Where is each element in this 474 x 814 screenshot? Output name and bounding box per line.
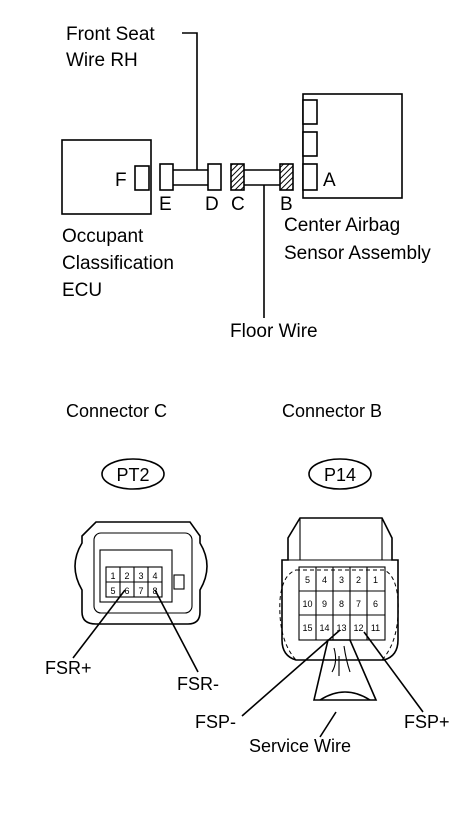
connector-d-label: D xyxy=(205,194,219,215)
fsr-plus-label: FSR+ xyxy=(45,658,92,678)
connector-b-pin-6: 6 xyxy=(373,599,378,609)
connector-b-pin-14: 14 xyxy=(319,623,329,633)
connector-b-pins-row2: 10 9 8 7 6 xyxy=(302,599,378,609)
connector-b-pins-row1: 5 4 3 2 1 xyxy=(305,575,378,585)
connector-b-pin-5: 5 xyxy=(305,575,310,585)
fsp-minus-leader xyxy=(241,629,341,717)
connector-b-label: B xyxy=(280,194,293,215)
connector-f xyxy=(134,165,150,191)
connector-c-housing xyxy=(74,521,208,625)
svg-text:Classification: Classification xyxy=(62,253,174,274)
connector-b-pin-12: 12 xyxy=(353,623,363,633)
connector-c xyxy=(230,163,245,191)
connector-c-pin-5: 5 xyxy=(110,586,115,596)
connector-b-title: Connector B xyxy=(282,401,382,421)
connector-f-label: F xyxy=(115,170,127,191)
connector-b-pin-8: 8 xyxy=(339,599,344,609)
svg-text:Front Seat: Front Seat xyxy=(66,24,155,45)
service-wire-cone xyxy=(312,639,378,701)
connector-e xyxy=(159,163,174,191)
connector-b-pins-row3: 15 14 13 12 11 xyxy=(302,623,380,633)
connector-c-pin-7: 7 xyxy=(138,586,143,596)
front-seat-wire-harness: E D xyxy=(159,163,222,215)
connector-b-pin-13: 13 xyxy=(336,623,346,633)
service-wire-strands xyxy=(331,645,351,676)
connector-d xyxy=(207,163,222,191)
connector-c-code-badge xyxy=(101,458,165,490)
connector-b-pin-1: 1 xyxy=(373,575,378,585)
connector-b-pin-15: 15 xyxy=(302,623,312,633)
connector-c-pin-2: 2 xyxy=(124,571,129,581)
connector-b xyxy=(279,163,294,191)
connector-b-pin-9: 9 xyxy=(322,599,327,609)
connector-b-pin-7: 7 xyxy=(356,599,361,609)
connector-b-pin-2: 2 xyxy=(356,575,361,585)
svg-text:Sensor Assembly: Sensor Assembly xyxy=(284,243,431,264)
svg-text:Occupant: Occupant xyxy=(62,226,144,247)
svg-text:Center Airbag: Center Airbag xyxy=(284,215,400,236)
connector-b-code: P14 xyxy=(324,465,356,485)
front-seat-wire-label: Front Seat Wire RH xyxy=(66,24,198,170)
service-wire-label: Service Wire xyxy=(249,736,351,756)
connector-c-code: PT2 xyxy=(116,465,149,485)
connector-a-label: A xyxy=(323,170,336,191)
front-seat-wire-leader xyxy=(182,32,198,170)
connector-b-pin-11: 11 xyxy=(371,623,380,633)
connector-a xyxy=(302,163,318,191)
connector-c-title: Connector C xyxy=(66,401,167,421)
svg-text:Wire RH: Wire RH xyxy=(66,50,138,71)
svg-text:ECU: ECU xyxy=(62,280,102,301)
center-airbag-sensor-assembly: A xyxy=(302,93,403,199)
connector-e-label: E xyxy=(159,194,172,215)
service-wire-leader xyxy=(319,711,337,738)
floor-wire-harness: C B Floor Wire xyxy=(230,163,318,342)
fsp-plus-label: FSP+ xyxy=(404,712,450,732)
sensor-box xyxy=(302,93,403,199)
fsp-minus-label: FSP- xyxy=(195,712,236,732)
connector-c-label: C xyxy=(231,194,245,215)
connector-b-code-badge xyxy=(308,458,372,490)
fsr-plus-leader xyxy=(72,589,126,659)
fsr-minus-label: FSR- xyxy=(177,674,219,694)
fsr-minus-leader xyxy=(154,589,199,673)
connector-b-pin-3: 3 xyxy=(339,575,344,585)
occupant-classification-ecu: F xyxy=(61,139,152,215)
ecu-label: Occupant Classification ECU xyxy=(62,226,174,301)
sensor-label: Center Airbag Sensor Assembly xyxy=(284,215,431,264)
connector-b-pin-4: 4 xyxy=(322,575,327,585)
connector-c-pin-1: 1 xyxy=(110,571,115,581)
connector-c-pin-6: 6 xyxy=(124,586,129,596)
fsp-plus-leader xyxy=(363,631,424,713)
connector-c-pin-3: 3 xyxy=(138,571,143,581)
floor-wire-label: Floor Wire xyxy=(230,321,318,342)
connector-c-pin-4: 4 xyxy=(152,571,157,581)
connector-b-pin-10: 10 xyxy=(302,599,312,609)
